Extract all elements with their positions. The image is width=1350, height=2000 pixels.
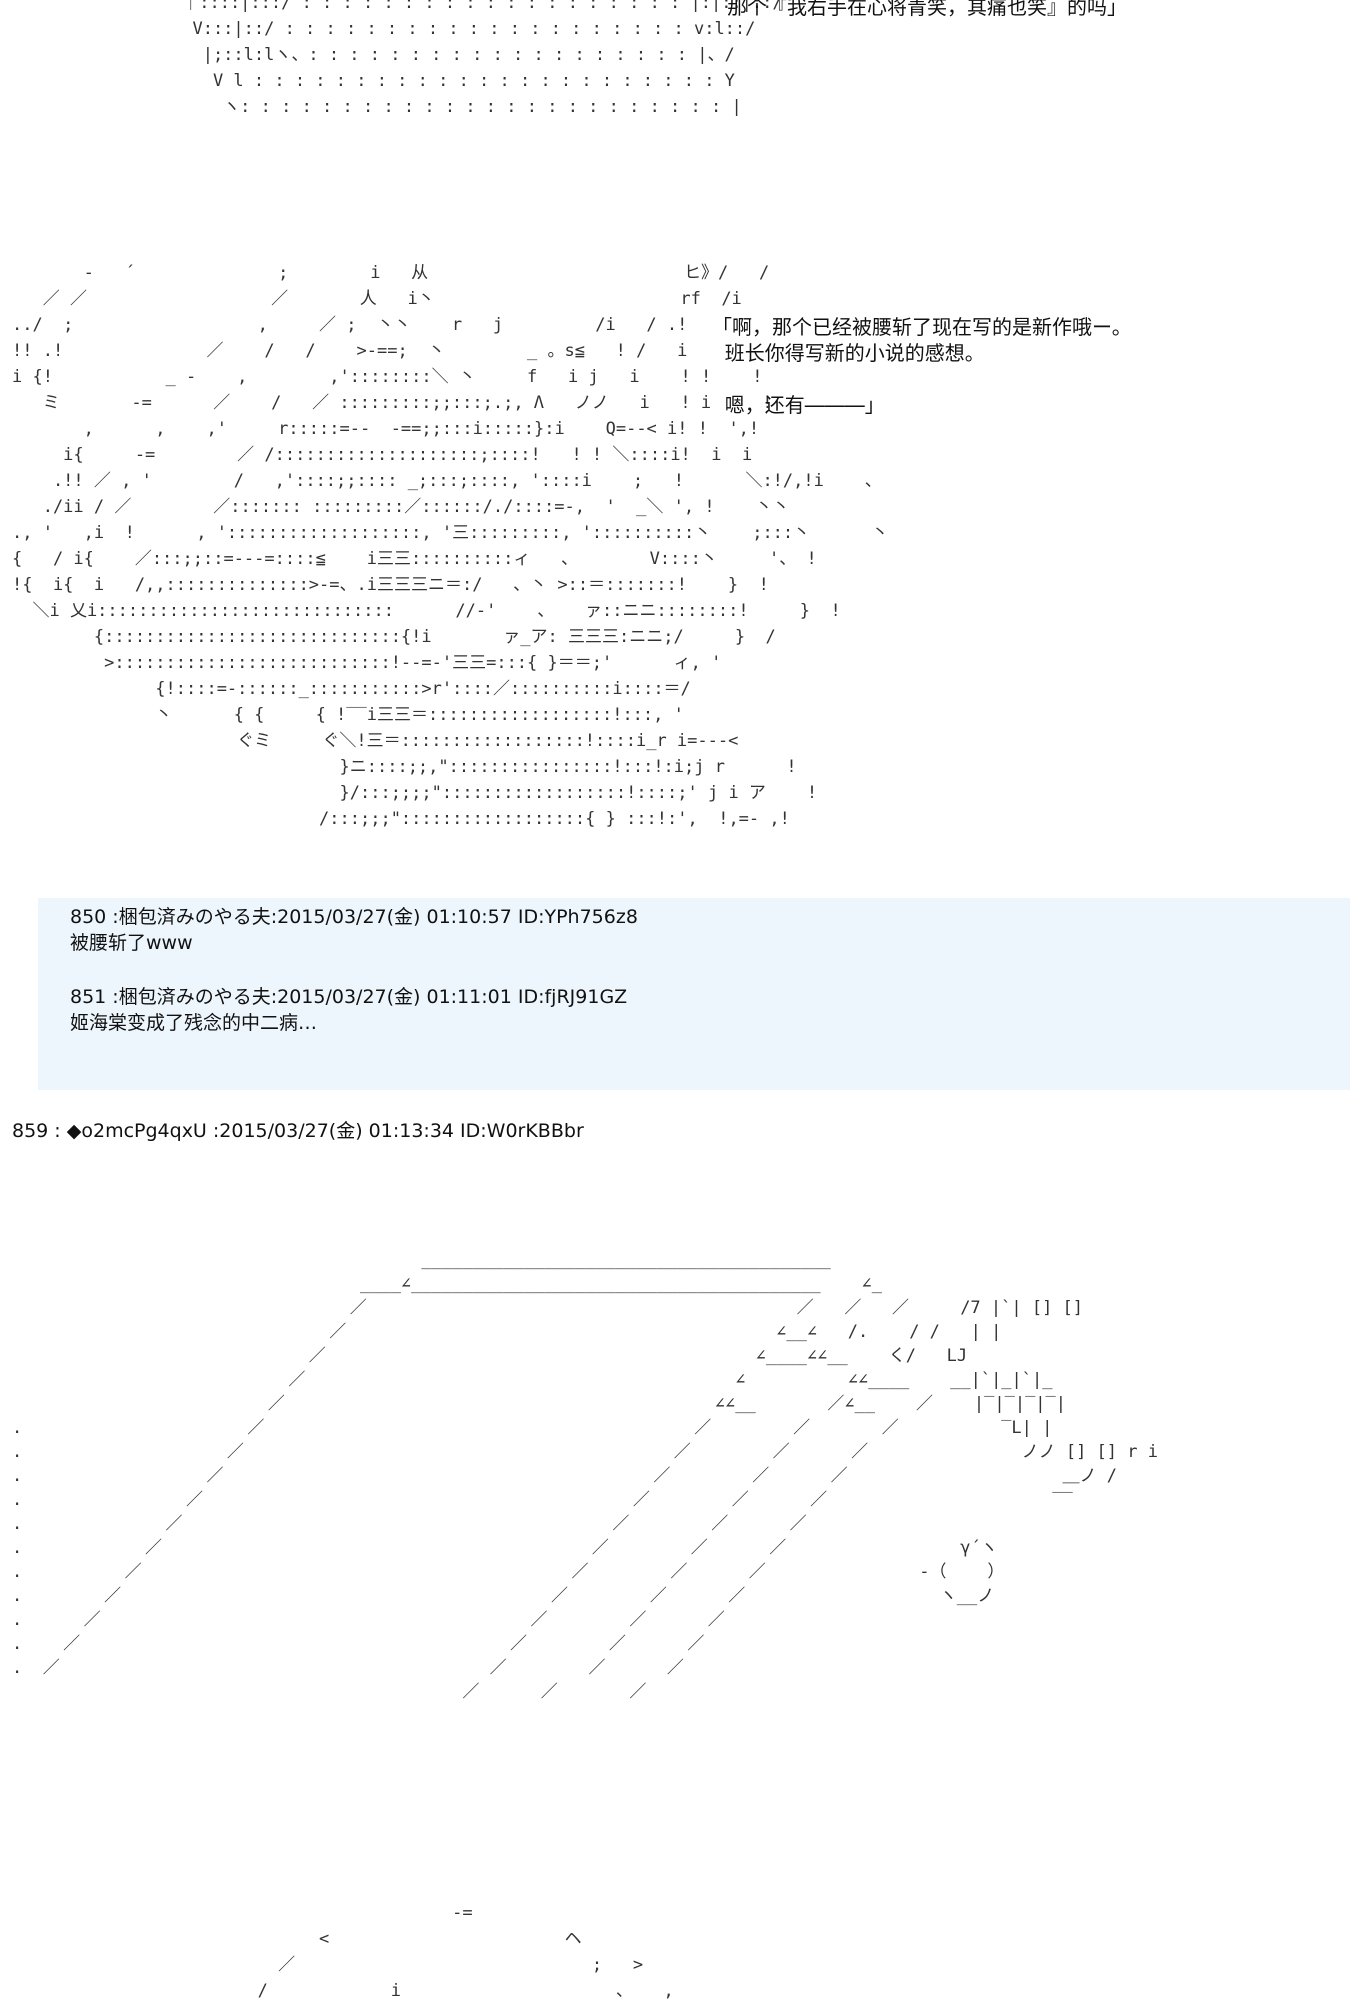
ascii-art-bottom-fragment: ‐= < ヘ ／ ; > / i 、 ,: [257, 1903, 674, 2000]
reply-body: 姬海棠变成了残念的中二病…: [70, 1012, 318, 1034]
ascii-art-top: ｜::::|:::/ : : : : : : : : : : : : : : :…: [182, 0, 783, 117]
reply-header: 851 :梱包済みのやる夫:2015/03/27(金) 01:11:01 ID:…: [70, 986, 628, 1008]
dialogue-caption-top: 那个『我右手在心将青笑，其痛也笑』的吗」: [727, 0, 1127, 19]
reply-post: 851 :梱包済みのやる夫:2015/03/27(金) 01:11:01 ID:…: [70, 984, 627, 1036]
dialogue-caption-middle: 「啊，那个已经被腰斩了现在写的是新作哦ー。 班长你得写新的小说的感想。 嗯，还有…: [712, 315, 1132, 417]
reply-post: 850 :梱包済みのやる夫:2015/03/27(金) 01:10:57 ID:…: [70, 904, 638, 956]
thread-page: ｜::::|:::/ : : : : : : : : : : : : : : :…: [12, 0, 1350, 2000]
ascii-art-middle: ‐ ´ ; i 从 ヒ》/ / ／ ／ ／ 人 i丶 rf /i ../ ; ,…: [12, 263, 889, 829]
reply-header: 850 :梱包済みのやる夫:2015/03/27(金) 01:10:57 ID:…: [70, 906, 638, 928]
ascii-art-bottom: ________________________________________…: [12, 1250, 1158, 1702]
reply-body: 被腰斩了www: [70, 932, 193, 954]
reply-box: [38, 898, 1350, 1090]
post-header: 859 : ◆o2mcPg4qxU :2015/03/27(金) 01:13:3…: [12, 1120, 584, 1142]
